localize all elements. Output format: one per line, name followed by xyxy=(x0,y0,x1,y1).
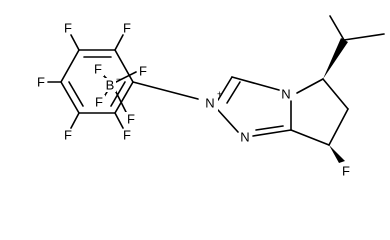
ring-bond xyxy=(296,78,324,94)
chemical-structure-diagram: F F F F F F F B − F F N + N N F xyxy=(37,15,385,179)
ring-bond xyxy=(322,78,349,110)
substituent-bond xyxy=(114,112,124,129)
atom-labels: F F F F F F F B − F F N + N N F xyxy=(37,21,350,179)
nitrogen-charge-label: + xyxy=(217,89,222,99)
isopropyl-bond xyxy=(329,15,345,41)
substituent-bond xyxy=(114,34,124,51)
nitrogen-label: N xyxy=(281,87,290,102)
pentafluorophenyl-ring xyxy=(47,34,199,129)
ring-bond xyxy=(60,49,80,83)
ring-bond xyxy=(114,81,134,114)
fluorine-label: F xyxy=(37,75,45,90)
ring-bond xyxy=(231,76,280,91)
label-background xyxy=(137,64,149,78)
boron-label: B xyxy=(106,78,115,93)
label-background xyxy=(93,95,105,109)
fluorine-label: F xyxy=(123,128,131,143)
boron-charge-label: − xyxy=(116,74,121,84)
ring-double-bond xyxy=(68,81,84,107)
label-background xyxy=(92,62,104,76)
triazolium-bicycle xyxy=(217,15,385,146)
ring-bond xyxy=(328,108,349,146)
ring-bond xyxy=(60,81,80,114)
ring-double-bond xyxy=(255,125,284,131)
ring-bond xyxy=(217,76,233,101)
ring-bond xyxy=(252,129,292,137)
fluorine-label: F xyxy=(95,95,103,110)
fluorine-label: F xyxy=(139,64,147,79)
fluorine-label: F xyxy=(94,62,102,77)
fluorine-label: F xyxy=(127,112,135,127)
fluorine-label: F xyxy=(123,21,131,36)
ring-bond xyxy=(290,129,330,146)
label-background xyxy=(125,112,137,126)
aryl-nitrogen-bond xyxy=(132,81,199,100)
substituent-bond xyxy=(70,34,80,51)
ring-bond xyxy=(114,49,134,83)
nitrogen-label: N xyxy=(205,96,214,111)
nitrogen-label: N xyxy=(240,130,249,145)
ring-bond xyxy=(217,109,239,133)
fluorine-label: F xyxy=(64,128,72,143)
wedge-bond xyxy=(329,145,345,163)
label-background xyxy=(202,95,218,111)
wedge-bond xyxy=(323,38,348,79)
label-background xyxy=(104,78,116,92)
substituent-bond xyxy=(70,112,80,129)
isopropyl-bond xyxy=(343,33,385,41)
fluorine-label: F xyxy=(342,164,350,179)
fluorine-label: F xyxy=(64,21,72,36)
ring-double-bond xyxy=(226,81,241,104)
ring-double-bond xyxy=(110,81,126,107)
